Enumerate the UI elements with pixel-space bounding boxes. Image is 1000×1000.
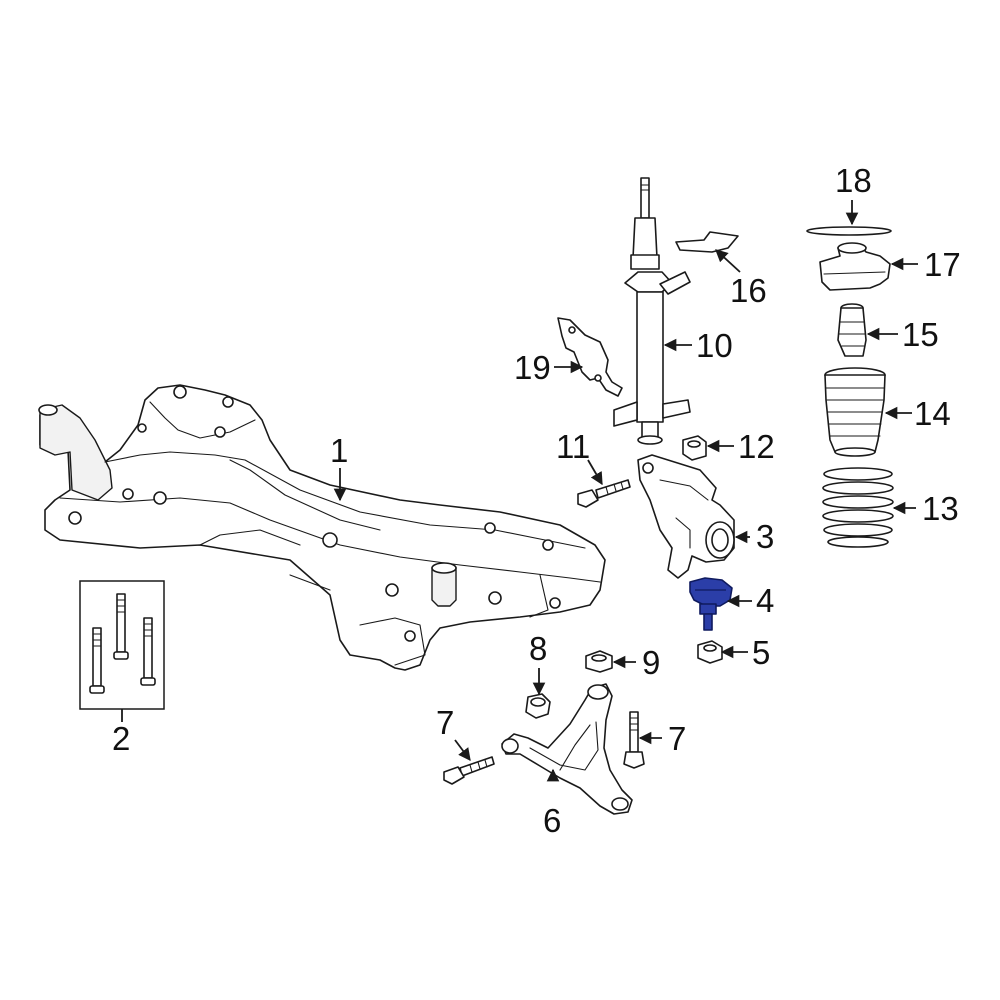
nut-part-5[interactable] [697,640,723,664]
crossmember-part-1[interactable] [38,384,606,671]
callout-16: 16 [730,272,767,309]
insulator-part-16[interactable] [675,231,739,253]
callout-7-right: 7 [668,720,686,757]
callout-19: 19 [514,349,551,386]
callout-5: 5 [752,634,770,671]
strut-part-10[interactable] [613,177,691,445]
bolts-part-2[interactable] [79,580,165,722]
bolt-part-11[interactable] [577,479,631,508]
callout-10: 10 [696,327,733,364]
callout-11: 11 [556,428,590,465]
callout-labels: 1 2 3 4 5 6 7 7 8 9 10 11 12 13 14 15 16… [112,162,961,839]
nut-part-9[interactable] [585,650,613,673]
callout-13: 13 [922,490,959,527]
bracket-part-19[interactable] [557,317,623,397]
control-arm-part-6[interactable] [501,683,633,815]
callout-9: 9 [642,644,660,681]
callout-7-left: 7 [436,704,454,741]
nut-part-12[interactable] [682,435,707,461]
plate-part-18[interactable] [806,226,892,236]
callout-18: 18 [835,162,872,199]
callout-8: 8 [529,630,547,667]
bushing-part-8[interactable] [525,693,551,719]
callout-6: 6 [543,802,561,839]
leader-16 [715,249,741,273]
leader-11 [587,459,603,486]
callout-12: 12 [738,428,775,465]
leader-lines [333,200,918,782]
ball-joint-part-4[interactable] [689,577,733,631]
coil-spring-part-13[interactable] [822,467,894,548]
bolt-part-7-left[interactable] [443,756,495,785]
dust-boot-part-14[interactable] [824,367,886,457]
knuckle-part-3[interactable] [637,454,735,579]
callout-3: 3 [756,518,774,555]
callout-1: 1 [330,432,348,469]
callout-14: 14 [914,395,951,432]
callout-15: 15 [902,316,939,353]
leader-7-left [454,739,471,762]
bolt-part-7-right[interactable] [623,711,645,769]
callout-4: 4 [756,582,774,619]
mount-part-17[interactable] [819,242,891,291]
bump-stop-part-15[interactable] [837,303,867,357]
callout-17: 17 [924,246,961,283]
callout-2: 2 [112,720,130,757]
